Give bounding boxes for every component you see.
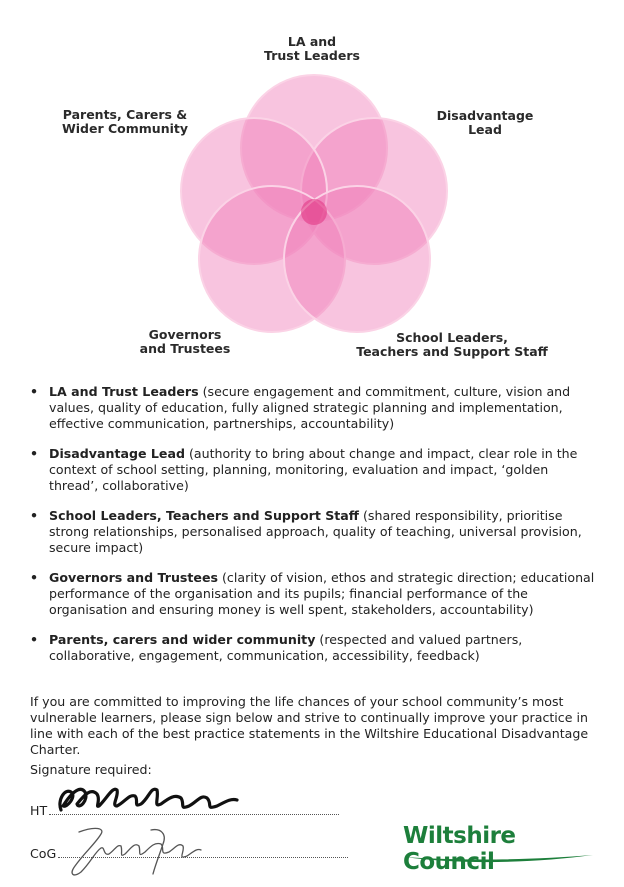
ht-signature-icon <box>58 787 239 812</box>
logo-text: Wiltshire Council <box>403 823 516 875</box>
cog-signature-line[interactable]: CoG <box>30 846 349 861</box>
list-item: •Governors and Trustees (clarity of visi… <box>30 570 595 617</box>
stakeholder-points-list: •LA and Trust Leaders (secure engagement… <box>30 384 600 678</box>
center-overlap <box>301 199 327 225</box>
venn-svg <box>180 74 448 333</box>
ht-dotted-line <box>49 804 340 815</box>
label-parents-carers: Parents, Carers &Wider Community <box>61 107 189 136</box>
list-item: •LA and Trust Leaders (secure engagement… <box>30 384 571 431</box>
logo-swoosh-icon <box>405 855 593 863</box>
label-school-leaders: School Leaders,Teachers and Support Staf… <box>356 330 548 359</box>
cog-signature-icon <box>71 827 202 876</box>
commitment-paragraph: If you are committed to improving the li… <box>30 694 589 757</box>
wiltshire-council-logo: Wiltshire Council <box>403 823 595 875</box>
signature-required-label: Signature required: <box>30 762 152 777</box>
cog-dotted-line <box>58 847 349 858</box>
ht-signature-line[interactable]: HT <box>30 803 340 818</box>
list-item: •School Leaders, Teachers and Support St… <box>30 508 582 555</box>
list-item: •Parents, carers and wider community (re… <box>30 632 523 663</box>
list-item: •Disadvantage Lead (authority to bring a… <box>30 446 578 493</box>
ht-label: HT <box>30 803 48 818</box>
cog-label: CoG <box>30 846 57 861</box>
